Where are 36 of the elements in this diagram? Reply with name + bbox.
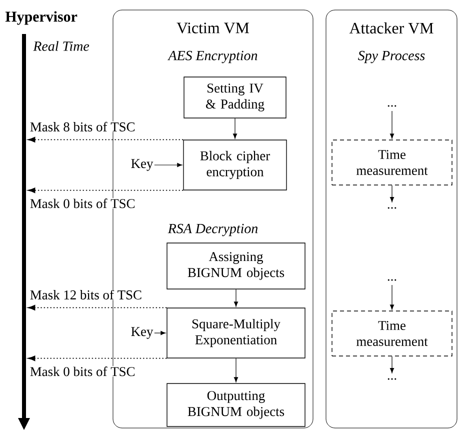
process-box: Square-Multiply Exponentiation bbox=[166, 308, 306, 358]
arrow bbox=[154, 162, 182, 168]
process-box: Outputting BIGNUM objects bbox=[166, 383, 306, 427]
dashed-process-box: Time measurement bbox=[332, 140, 452, 186]
ellipsis: ... bbox=[388, 378, 396, 380]
input-label: Key bbox=[131, 327, 154, 339]
masking-arrow bbox=[28, 136, 184, 142]
axis-label: Real Time bbox=[33, 41, 90, 51]
process-box: Setting IV & Padding bbox=[184, 76, 286, 118]
arrow bbox=[390, 284, 394, 310]
section-heading: AES Encryption bbox=[168, 50, 258, 64]
layer-title: Hypervisor bbox=[5, 11, 78, 25]
masking-arrow bbox=[28, 356, 168, 362]
edge-label: Mask 0 bits of TSC bbox=[30, 366, 135, 376]
ellipsis: ... bbox=[388, 279, 396, 281]
edge-label: Mask 12 bits of TSC bbox=[30, 290, 142, 300]
section-heading: Spy Process bbox=[358, 50, 425, 64]
arrow bbox=[234, 358, 238, 382]
masking-arrow bbox=[28, 188, 184, 194]
arrow bbox=[390, 110, 394, 139]
input-label: Key bbox=[131, 159, 154, 171]
arrow bbox=[390, 356, 394, 374]
arrow bbox=[234, 289, 238, 307]
arrow bbox=[232, 118, 238, 139]
dashed-process-box: Time measurement bbox=[332, 310, 452, 356]
ellipsis: ... bbox=[388, 105, 396, 107]
section-heading: RSA Decryption bbox=[168, 224, 258, 236]
ellipsis: ... bbox=[388, 207, 396, 209]
edge-label: Mask 0 bits of TSC bbox=[30, 198, 135, 208]
process-box: Assigning BIGNUM objects bbox=[166, 242, 306, 290]
masking-arrow bbox=[28, 304, 168, 310]
arrow bbox=[390, 185, 394, 202]
process-box: Block cipher encryption bbox=[183, 140, 287, 190]
timeline-arrow bbox=[18, 34, 30, 430]
arrow bbox=[154, 330, 166, 336]
edge-label: Mask 8 bits of TSC bbox=[30, 122, 135, 132]
